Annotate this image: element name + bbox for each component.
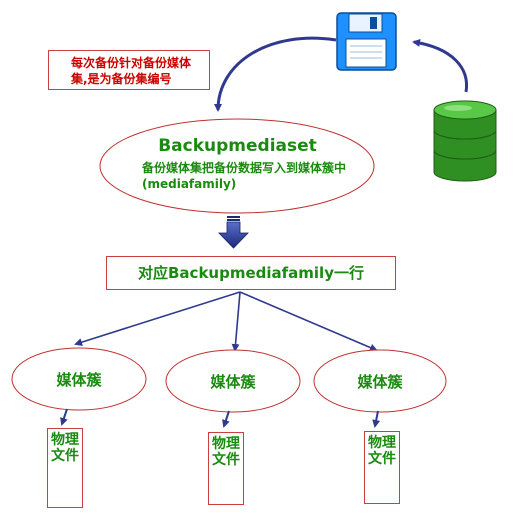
media-family-ellipse-3 bbox=[313, 349, 447, 413]
arrow-floppy-to-mediaset bbox=[214, 36, 337, 112]
media-family-label-3: 媒体簇 bbox=[357, 373, 403, 391]
arrow-row-to-family-1 bbox=[74, 291, 241, 346]
physical-file-box-2: 物理文件 bbox=[208, 432, 244, 505]
arrow-family-2-to-file bbox=[222, 410, 230, 428]
arrow-family-3-to-file bbox=[372, 410, 381, 428]
physical-file-box-1: 物理文件 bbox=[47, 428, 83, 508]
arrow-row-to-family-2 bbox=[231, 291, 241, 352]
media-family-label-1: 媒体簇 bbox=[56, 371, 102, 389]
physical-file-box-3: 物理文件 bbox=[364, 431, 400, 504]
arrow-row-to-family-3 bbox=[239, 291, 378, 352]
media-family-label-2: 媒体簇 bbox=[210, 373, 256, 391]
media-family-ellipse-2 bbox=[165, 349, 301, 413]
arrow-database-to-floppy bbox=[412, 38, 469, 93]
block-down-arrow bbox=[218, 216, 249, 249]
backup-media-set-title: Backupmediaset bbox=[158, 136, 317, 156]
backup-media-set-ellipse bbox=[99, 118, 375, 214]
media-family-ellipse-1 bbox=[11, 347, 147, 411]
backup-set-note: 每次备份针对备份媒体集,是为备份集编号 bbox=[48, 50, 210, 90]
arrow-family-1-to-file bbox=[60, 408, 68, 426]
database-icon bbox=[433, 100, 497, 182]
floppy-disk-icon bbox=[336, 12, 397, 71]
media-family-row: 对应Backupmediafamily一行 bbox=[106, 256, 396, 290]
backup-media-set-description: 备份媒体集把备份数据写入到媒体簇中(mediafamily) bbox=[142, 161, 347, 191]
